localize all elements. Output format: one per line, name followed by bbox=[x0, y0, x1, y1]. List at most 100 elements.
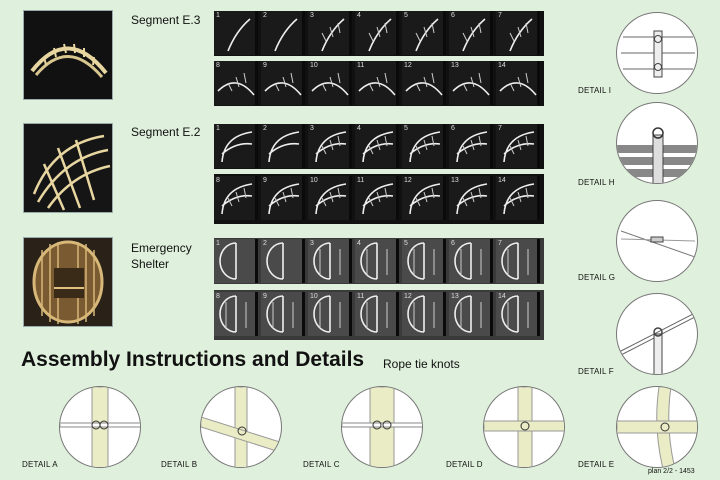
shelter-photo bbox=[23, 237, 113, 327]
assembly-step-illustration bbox=[415, 18, 439, 52]
assembly-step-illustration bbox=[456, 131, 488, 163]
assembly-step-illustration bbox=[274, 18, 298, 52]
assembly-step-illustration bbox=[499, 72, 537, 96]
frame-step-number: 8 bbox=[216, 177, 220, 184]
detail-g-drawing bbox=[616, 200, 698, 282]
segment-e3-photo bbox=[23, 10, 113, 100]
detail-a-label: DETAIL A bbox=[22, 460, 58, 469]
assembly-step-illustration bbox=[409, 183, 441, 215]
instruction-frame: 8 bbox=[214, 61, 258, 105]
frame-step-number: 5 bbox=[404, 240, 408, 247]
detail-c-label: DETAIL C bbox=[303, 460, 340, 469]
assembly-step-illustration bbox=[268, 183, 300, 215]
assembly-step-illustration bbox=[315, 131, 347, 163]
instruction-frame: 2 bbox=[261, 11, 305, 55]
instruction-frame: 7 bbox=[496, 124, 540, 168]
dome-model-illustration bbox=[32, 134, 111, 211]
instruction-frame: 5 bbox=[402, 239, 446, 283]
frame-step-number: 10 bbox=[310, 293, 318, 300]
assembly-step-illustration bbox=[221, 183, 253, 215]
instruction-frame: 12 bbox=[402, 292, 446, 336]
instruction-frame: 7 bbox=[496, 239, 540, 283]
detail-e-drawing bbox=[616, 386, 698, 468]
frame-step-number: 10 bbox=[310, 177, 318, 184]
detail-b-drawing bbox=[200, 386, 282, 468]
detail-g-label: DETAIL G bbox=[578, 273, 616, 282]
assembly-step-illustration bbox=[456, 183, 488, 215]
instruction-frame: 11 bbox=[355, 292, 399, 336]
instruction-frame: 8 bbox=[214, 292, 258, 336]
assembly-step-illustration bbox=[503, 131, 535, 163]
assembly-step-illustration bbox=[266, 242, 284, 280]
frame-step-number: 7 bbox=[498, 125, 502, 132]
instruction-frame: 14 bbox=[496, 61, 540, 105]
shelter-model-illustration bbox=[32, 240, 104, 324]
instruction-frame: 5 bbox=[402, 124, 446, 168]
detail-e-label: DETAIL E bbox=[578, 460, 615, 469]
assembly-step-illustration bbox=[360, 242, 388, 280]
instruction-frame: 6 bbox=[449, 239, 493, 283]
frame-step-number: 4 bbox=[357, 12, 361, 19]
assembly-step-illustration bbox=[407, 295, 435, 333]
frame-step-number: 11 bbox=[357, 293, 365, 300]
assembly-step-illustration bbox=[264, 72, 302, 96]
segment-e3-title: Segment E.3 bbox=[131, 13, 201, 27]
assembly-step-illustration bbox=[217, 72, 255, 96]
frame-step-number: 9 bbox=[263, 177, 267, 184]
assembly-step-illustration bbox=[501, 242, 529, 280]
assembly-step-illustration bbox=[315, 183, 347, 215]
assembly-step-illustration bbox=[454, 242, 482, 280]
frame-step-number: 8 bbox=[216, 293, 220, 300]
instruction-frame: 8 bbox=[214, 176, 258, 220]
frame-step-number: 6 bbox=[451, 12, 455, 19]
assembly-step-illustration bbox=[360, 295, 388, 333]
frame-step-number: 2 bbox=[263, 125, 267, 132]
instruction-frame: 10 bbox=[308, 292, 352, 336]
assembly-step-illustration bbox=[368, 18, 392, 52]
detail-c-drawing bbox=[341, 386, 423, 468]
detail-i-drawing bbox=[616, 12, 698, 94]
instruction-frame: 3 bbox=[308, 239, 352, 283]
assembly-step-illustration bbox=[407, 242, 435, 280]
frame-step-number: 2 bbox=[263, 240, 267, 247]
instruction-frame: 2 bbox=[261, 124, 305, 168]
instruction-frame: 12 bbox=[402, 61, 446, 105]
frame-step-number: 5 bbox=[404, 125, 408, 132]
instruction-frame: 9 bbox=[261, 61, 305, 105]
frame-step-number: 3 bbox=[310, 125, 314, 132]
detail-d-label: DETAIL D bbox=[446, 460, 483, 469]
instruction-frame: 5 bbox=[402, 11, 446, 55]
instruction-frame: 12 bbox=[402, 176, 446, 220]
frame-step-number: 4 bbox=[357, 125, 361, 132]
detail-f-drawing bbox=[616, 293, 698, 375]
frame-step-number: 11 bbox=[357, 62, 365, 69]
instruction-frame: 9 bbox=[261, 292, 305, 336]
assembly-step-illustration bbox=[313, 242, 341, 280]
instruction-frame: 4 bbox=[355, 239, 399, 283]
instruction-frame: 14 bbox=[496, 176, 540, 220]
assembly-step-illustration bbox=[462, 18, 486, 52]
frame-step-number: 13 bbox=[451, 177, 459, 184]
frame-step-number: 6 bbox=[451, 125, 455, 132]
assembly-step-illustration bbox=[219, 242, 237, 280]
instruction-frame: 3 bbox=[308, 124, 352, 168]
assembly-step-illustration bbox=[454, 295, 482, 333]
assembly-step-illustration bbox=[362, 131, 394, 163]
instruction-frame: 10 bbox=[308, 176, 352, 220]
instruction-frame: 1 bbox=[214, 239, 258, 283]
instruction-frame: 13 bbox=[449, 61, 493, 105]
segment-e2-title: Segment E.2 bbox=[131, 125, 201, 139]
instruction-frame: 4 bbox=[355, 124, 399, 168]
assembly-step-illustration bbox=[266, 295, 294, 333]
shelter-title-line1: Emergency bbox=[131, 241, 192, 255]
frame-step-number: 14 bbox=[498, 177, 506, 184]
instruction-frame: 1 bbox=[214, 124, 258, 168]
frame-step-number: 7 bbox=[498, 12, 502, 19]
segment-e2-photo bbox=[23, 123, 113, 213]
plan-label: plan 2/2 - 1453 bbox=[648, 468, 695, 475]
frame-step-number: 12 bbox=[404, 293, 412, 300]
instruction-frame: 3 bbox=[308, 11, 352, 55]
instruction-frame: 11 bbox=[355, 176, 399, 220]
assembly-step-illustration bbox=[311, 72, 349, 96]
instruction-frame: 11 bbox=[355, 61, 399, 105]
